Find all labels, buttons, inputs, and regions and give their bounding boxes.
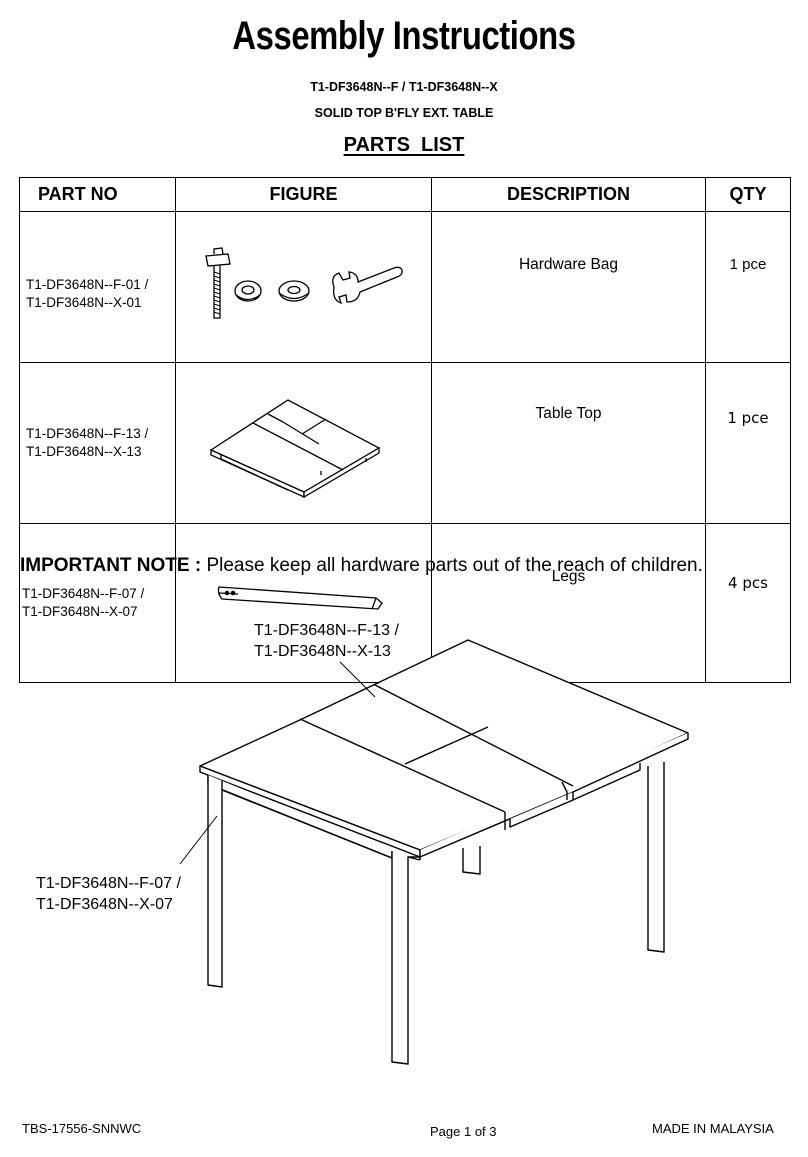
bolt-icon xyxy=(205,246,231,319)
figure-cell xyxy=(175,362,432,524)
callout-line-1: T1-DF3648N--F-07 / xyxy=(36,875,181,892)
table-top-callout: T1-DF3648N--F-13 / T1-DF3648N--X-13 xyxy=(254,620,399,662)
description-text: Table Top xyxy=(535,405,602,422)
hardware-bag-figure xyxy=(205,246,403,319)
header-part-no: PART NO xyxy=(19,177,176,212)
leg-callout: T1-DF3648N--F-07 / T1-DF3648N--X-07 xyxy=(36,873,181,915)
qty-cell: 4 pcs xyxy=(705,523,791,683)
qty-text: 1 pce xyxy=(729,256,767,273)
part-no-line-2: T1-DF3648N--X-01 xyxy=(26,295,142,310)
description-text: Hardware Bag xyxy=(518,256,619,273)
wrench-icon xyxy=(332,266,403,304)
flat-washer-icon xyxy=(278,279,310,302)
part-no-cell: T1-DF3648N--F-07 / T1-DF3648N--X-07 xyxy=(19,523,176,683)
product-name: SOLID TOP B'FLY EXT. TABLE xyxy=(314,106,494,120)
qty-cell: 1 pce xyxy=(705,211,791,363)
table-row: T1-DF3648N--F-01 / T1-DF3648N--X-01 xyxy=(19,211,791,363)
header-figure: FIGURE xyxy=(175,177,432,212)
table-header-row: PART NO FIGURE DESCRIPTION QTY xyxy=(19,177,791,212)
footer-origin: MADE IN MALAYSIA xyxy=(652,1121,774,1136)
description-cell: Table Top xyxy=(431,362,706,524)
note-text: Please keep all hardware parts out of th… xyxy=(201,555,703,576)
table-top-figure xyxy=(209,398,381,498)
important-note: IMPORTANT NOTE : Please keep all hardwar… xyxy=(20,555,703,577)
parts-list-heading: PARTS LIST xyxy=(0,134,808,157)
assembled-table-diagram xyxy=(179,639,689,1065)
part-no-line-1: T1-DF3648N--F-01 / xyxy=(26,277,149,292)
parts-list-title: PARTS LIST xyxy=(343,134,465,156)
leg-callout-leader xyxy=(179,815,218,865)
description-text: Legs xyxy=(551,568,586,585)
note-label: IMPORTANT NOTE : xyxy=(20,555,202,576)
callout-line-2: T1-DF3648N--X-07 xyxy=(36,896,173,913)
parts-table: PART NO FIGURE DESCRIPTION QTY T1-DF3648… xyxy=(19,177,791,683)
model-number: T1-DF3648N--F / T1-DF3648N--X xyxy=(310,80,498,94)
part-no-cell: T1-DF3648N--F-01 / T1-DF3648N--X-01 xyxy=(19,211,176,363)
qty-cell: 1 pce xyxy=(705,362,791,524)
footer-page-number: Page 1 of 3 xyxy=(430,1124,497,1139)
callout-line-1: T1-DF3648N--F-13 / xyxy=(254,622,399,639)
document-title: Assembly Instructions xyxy=(232,14,576,58)
leg-figure xyxy=(217,585,383,610)
header-qty: QTY xyxy=(705,177,791,212)
description-cell: Hardware Bag xyxy=(431,211,706,363)
part-no-line-2: T1-DF3648N--X-13 xyxy=(26,444,142,459)
qty-text: 1 pce xyxy=(727,409,769,427)
top-callout-leader xyxy=(339,661,376,698)
header-description: DESCRIPTION xyxy=(431,177,706,212)
footer-doc-code: TBS-17556-SNNWC xyxy=(22,1121,142,1136)
table-row: T1-DF3648N--F-13 / T1-DF3648N--X-13 xyxy=(19,362,791,524)
callout-line-2: T1-DF3648N--X-13 xyxy=(254,643,391,660)
lock-washer-icon xyxy=(234,279,262,302)
part-no-line-1: T1-DF3648N--F-13 / xyxy=(26,426,149,441)
part-no-cell: T1-DF3648N--F-13 / T1-DF3648N--X-13 xyxy=(19,362,176,524)
figure-cell xyxy=(175,211,432,363)
figure-cell xyxy=(175,523,432,683)
qty-text: 4 pcs xyxy=(728,574,768,592)
part-no-line-2: T1-DF3648N--X-07 xyxy=(22,604,138,619)
part-no-line-1: T1-DF3648N--F-07 / xyxy=(22,586,145,601)
